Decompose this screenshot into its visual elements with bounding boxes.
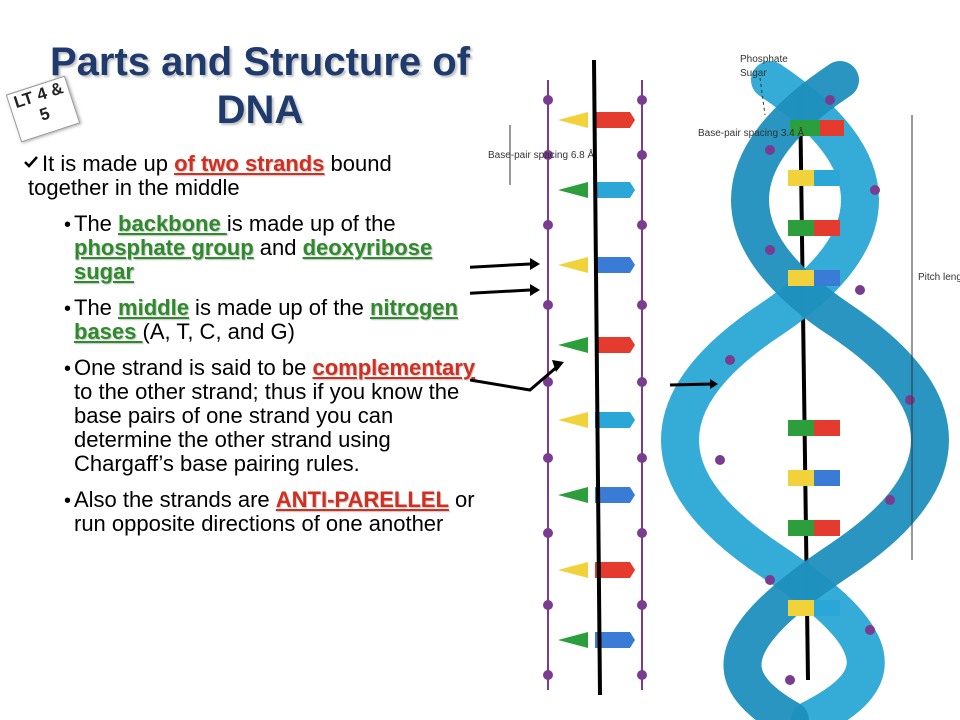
slide-title: Parts and Structure of DNA <box>49 40 471 132</box>
ladder-diagram: Base-pair spacing 6.8 Å <box>488 80 647 690</box>
bullet-dot: • <box>64 490 72 512</box>
bullet-two-strands: It is made up of two strands bound toget… <box>22 152 477 200</box>
checkmark-icon <box>24 156 38 168</box>
bullet-dot: • <box>64 358 72 380</box>
bullet-list: It is made up of two strands bound toget… <box>22 152 477 548</box>
sugar-label: Sugar <box>740 68 767 79</box>
left-spacing-label: Base-pair spacing 6.8 Å <box>488 148 595 161</box>
right-spacing-label: Base-pair spacing 3.4 Å <box>698 126 805 139</box>
ladder-phosphates <box>543 95 647 680</box>
center-rod-left <box>592 59 602 696</box>
pointer-arrows <box>470 262 713 392</box>
bullet-antiparallel: • Also the strands are ANTI-PARELLEL or … <box>64 487 475 536</box>
bullet-backbone: • The backbone is made up of the phospha… <box>64 211 433 284</box>
helix-diagram: Phosphate Sugar Base-pair spacing 3.4 Å … <box>661 54 960 720</box>
dna-diagram: Base-pair spacing 6.8 Å <box>470 54 960 720</box>
bullet-text: It is made up of two strands bound toget… <box>28 151 392 200</box>
pitch-label: Pitch length 34 Å <box>918 270 960 283</box>
bullet-dot: • <box>64 298 72 320</box>
bullet-middle: • The middle is made up of the nitrogen … <box>64 295 458 344</box>
phosphate-label: Phosphate <box>740 54 788 65</box>
ladder-rungs <box>558 112 635 648</box>
arrowheads <box>530 258 718 389</box>
helix-base-pairs <box>788 120 844 616</box>
bullet-complementary: • One strand is said to be complementary… <box>64 355 476 476</box>
bullet-dot: • <box>64 214 72 236</box>
